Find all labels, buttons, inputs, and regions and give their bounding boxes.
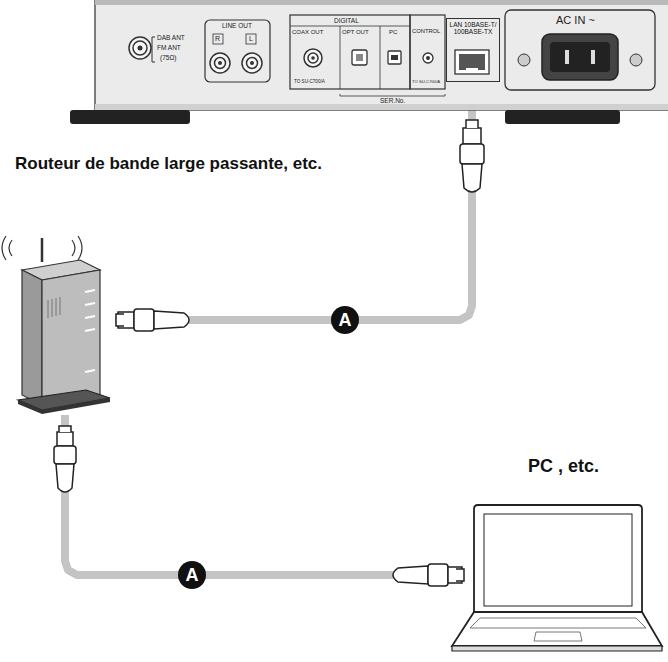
laptop-illustration <box>452 505 662 651</box>
panel-label: DAB ANT <box>157 35 185 42</box>
port-label: LAN 10BASE-T/ 100BASE-TX <box>448 21 498 36</box>
control-terminal <box>340 15 445 96</box>
panel-label: OPT OUT <box>342 29 369 35</box>
panel-label: PC <box>389 29 397 35</box>
panel-label: SER.No. <box>380 98 405 105</box>
router-plug <box>116 309 189 331</box>
router-bottom-plug <box>54 426 76 492</box>
panel-label: LINE OUT <box>222 23 252 30</box>
device-heading: PC , etc. <box>528 456 599 478</box>
lan-port <box>455 50 489 74</box>
ac-inlet <box>505 10 655 90</box>
panel-label: TO SU-C700/A <box>294 80 325 85</box>
panel-label: COAX OUT <box>292 29 323 35</box>
port-box: LAN 10BASE-T/ 100BASE-TX <box>446 18 500 82</box>
panel-label: AC IN ~ <box>556 15 595 26</box>
panel-label: CONTROL <box>412 29 440 35</box>
antenna-terminal <box>129 37 155 62</box>
cable-callout: A <box>331 306 359 334</box>
panel-label: TO SU-C700/A <box>412 80 440 84</box>
device-box: PC , etc. <box>455 500 662 655</box>
network-cable <box>65 415 455 575</box>
panel-label: (75Ω) <box>160 55 176 62</box>
panel-label: FM ANT <box>157 45 181 52</box>
rear-panel <box>70 0 668 124</box>
panel-label: DIGITAL <box>334 18 359 25</box>
panel-label: R <box>215 35 220 42</box>
device-box: Routeur de bande large passante, etc. <box>15 240 115 415</box>
device-heading: Routeur de bande large passante, etc. <box>15 154 322 174</box>
lan-plug <box>460 120 484 192</box>
pc-plug <box>393 564 464 586</box>
router-illustration <box>2 236 110 414</box>
panel-label: L <box>249 35 253 42</box>
line-out-terminals <box>205 20 270 82</box>
digital-terminals <box>290 15 410 89</box>
cable-callout: A <box>178 561 206 589</box>
